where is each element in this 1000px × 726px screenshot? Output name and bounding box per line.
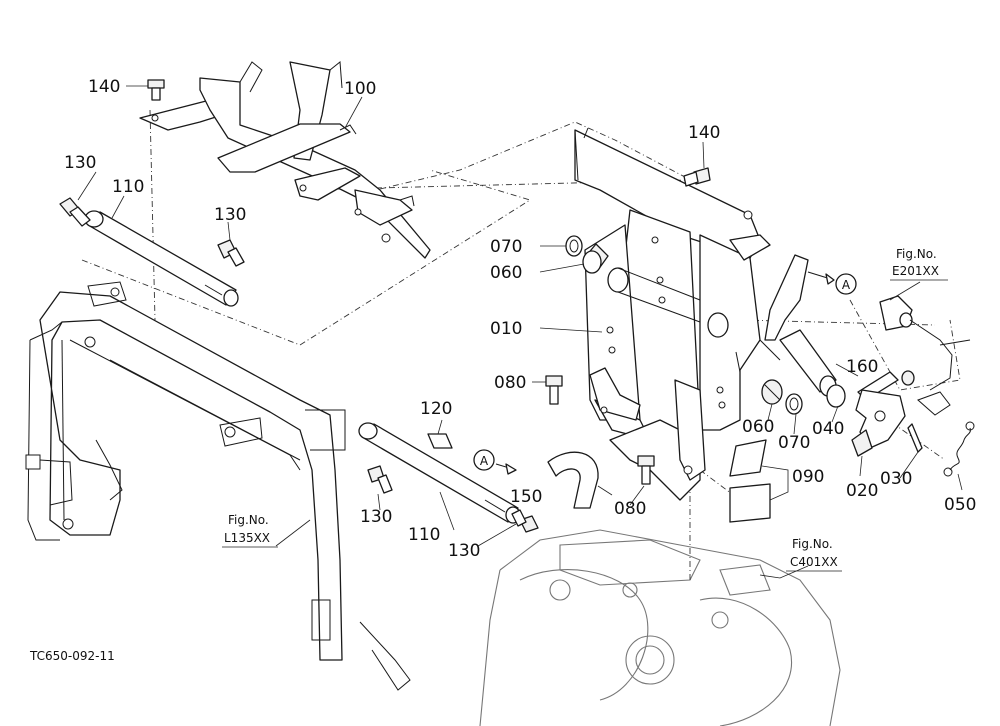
bolt-140-top	[147, 79, 165, 101]
figref-e201-code: E201XX	[892, 264, 939, 278]
label-010: 010	[490, 319, 522, 339]
label-020: 020	[846, 481, 878, 501]
figref-l135: Fig.No. L135XX	[222, 513, 278, 548]
label-070-upper: 070	[490, 237, 522, 257]
spring-050	[943, 421, 975, 477]
pin-110-lower	[358, 422, 521, 524]
figref-c401-code: C401XX	[790, 555, 838, 569]
figref-l135-title: Fig.No.	[228, 513, 269, 527]
marker-a-right-label: A	[842, 278, 851, 292]
pad-090-lower	[729, 483, 771, 523]
pin-110-upper	[84, 210, 239, 307]
label-150: 150	[510, 487, 542, 507]
pad-090-upper	[729, 439, 767, 477]
pin-030	[907, 423, 923, 453]
label-120: 120	[420, 399, 452, 419]
label-140-top: 140	[88, 77, 120, 97]
bearing-060-lower	[761, 379, 783, 405]
label-100: 100	[344, 79, 376, 99]
bolt-130-b	[217, 239, 245, 267]
label-080-right: 080	[614, 499, 646, 519]
pedal-bracket	[574, 127, 809, 501]
label-070-lower: 070	[778, 433, 810, 453]
part-labels: 140 100 130 110 130 140 070 060 010 080 …	[64, 77, 976, 561]
rops-frame	[25, 281, 411, 691]
label-060-upper: 060	[490, 263, 522, 283]
label-110-lower: 110	[408, 525, 440, 545]
transmission-housing	[479, 529, 841, 726]
bearing-060-upper	[582, 243, 609, 274]
label-090: 090	[792, 467, 824, 487]
label-130-c: 130	[360, 507, 392, 527]
figref-c401-title: Fig.No.	[792, 537, 833, 551]
shaft-040	[779, 329, 846, 408]
lever-020	[851, 389, 906, 457]
label-080-left: 080	[494, 373, 526, 393]
bolt-080-left	[545, 375, 563, 405]
bolt-130-c	[367, 465, 393, 494]
bolt-130-d	[511, 509, 539, 533]
hook-150	[547, 451, 599, 509]
figref-c401: Fig.No. C401XX	[786, 537, 842, 572]
plate-120	[427, 433, 453, 449]
label-050: 050	[944, 495, 976, 515]
bolt-080-right	[637, 455, 655, 485]
label-130-b: 130	[214, 205, 246, 225]
label-040: 040	[812, 419, 844, 439]
label-110-upper: 110	[112, 177, 144, 197]
figref-l135-code: L135XX	[224, 531, 270, 545]
bolt-130-a	[59, 197, 91, 227]
label-130-d: 130	[448, 541, 480, 561]
marker-a-left: A	[473, 449, 517, 475]
marker-a-left-label: A	[480, 454, 489, 468]
drawing-code: TC650-092-11	[29, 649, 115, 663]
bolt-140-right	[683, 167, 711, 187]
bushing-070-lower	[785, 393, 803, 415]
label-140-right: 140	[688, 123, 720, 143]
leader-lines	[77, 85, 963, 579]
label-160: 160	[846, 357, 878, 377]
label-060-lower: 060	[742, 417, 774, 437]
bushing-070-upper	[565, 235, 583, 257]
figref-e201: Fig.No. E201XX	[890, 247, 948, 281]
linkage-e201	[879, 295, 971, 416]
figref-e201-title: Fig.No.	[896, 247, 937, 261]
marker-a-right: A	[807, 271, 857, 295]
label-130-a: 130	[64, 153, 96, 173]
assembly-outline	[81, 109, 961, 580]
label-030: 030	[880, 469, 912, 489]
upper-bracket	[139, 61, 431, 259]
